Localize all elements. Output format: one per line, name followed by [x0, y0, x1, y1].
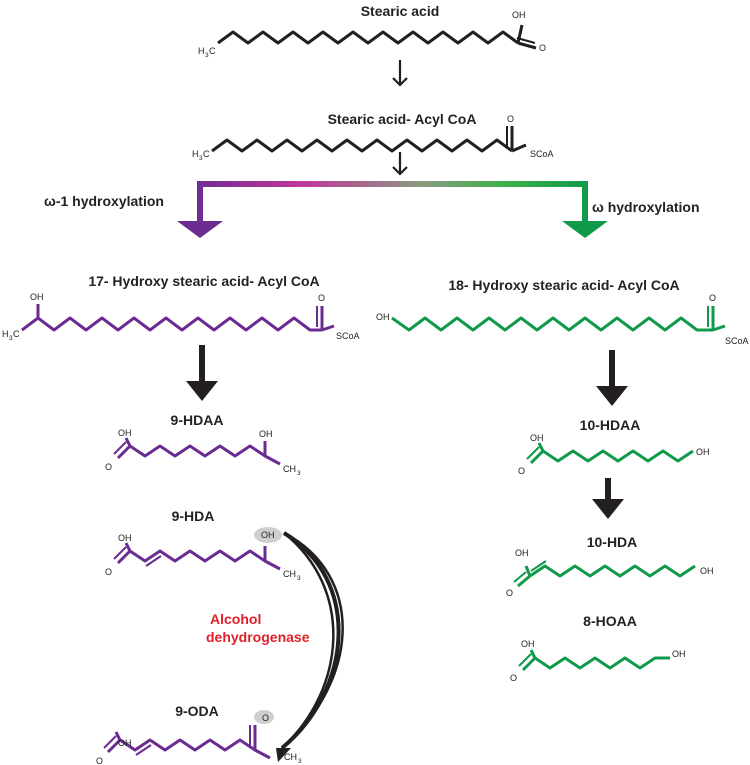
h-label: H: [198, 46, 205, 56]
o-label: O: [262, 713, 269, 723]
scoa-label: SCoA: [725, 336, 749, 346]
hoaa8-title: 8-HOAA: [583, 613, 637, 629]
c-label: C: [203, 149, 210, 159]
arrow-5: [592, 478, 624, 519]
subscript-label: 3: [297, 575, 301, 582]
hoaa8-structure: OH O OH: [510, 639, 686, 683]
oh-label: OH: [521, 639, 535, 649]
arrow-2: [392, 152, 408, 176]
subscript-label: 3: [205, 52, 209, 59]
hydroxy18-title: 18- Hydroxy stearic acid- Acyl CoA: [448, 277, 679, 293]
oh-label: OH: [30, 292, 44, 302]
hydroxy18-structure: OH O SCoA: [376, 293, 749, 346]
enzyme-name-line2: dehydrogenase: [206, 629, 310, 645]
dehydrogenase-arrow: [276, 531, 344, 762]
o-label: O: [506, 588, 513, 598]
hda10-title: 10-HDA: [587, 534, 638, 550]
oh-label: OH: [696, 447, 710, 457]
hydroxy17-structure: OH O SCoA H 3 C: [2, 292, 360, 342]
ch-label: CH: [283, 464, 296, 474]
arrow-1: [392, 60, 408, 87]
hda9-title: 9-HDA: [172, 508, 215, 524]
oh-label: OH: [530, 433, 544, 443]
arrow-3: [186, 345, 218, 401]
ch-label: CH: [284, 752, 297, 762]
omega-minus-1-label: ω-1 hydroxylation: [44, 193, 164, 209]
stearic-acyl-coa-structure: O SCoA H 3 C: [192, 114, 554, 162]
c-label: C: [209, 46, 216, 56]
scoa-label: SCoA: [336, 331, 360, 341]
subscript-label: 3: [298, 758, 302, 765]
hydroxy17-title: 17- Hydroxy stearic acid- Acyl CoA: [88, 273, 319, 289]
omega-hydroxylation-label: ω hydroxylation: [592, 199, 700, 215]
ch-label: CH: [283, 569, 296, 579]
o-label: O: [518, 466, 525, 476]
subscript-label: 3: [199, 155, 203, 162]
oh-label: OH: [118, 533, 132, 543]
o-label: O: [105, 567, 112, 577]
o-label: O: [507, 114, 514, 124]
stearic-acid-title: Stearic acid: [361, 3, 440, 19]
h-label: H: [2, 329, 9, 339]
oh-label: OH: [261, 530, 275, 540]
hdaa10-structure: OH O OH: [518, 433, 710, 476]
hda9-structure: OH O OH CH 3: [105, 530, 301, 582]
subscript-label: 3: [9, 335, 13, 342]
arrow-4: [596, 350, 628, 406]
oh-label: OH: [118, 738, 132, 748]
o-label: O: [105, 462, 112, 472]
oh-label: OH: [259, 429, 273, 439]
c-label: C: [13, 329, 20, 339]
o-label: O: [709, 293, 716, 303]
keto-highlight: [254, 710, 274, 724]
o-label: O: [318, 293, 325, 303]
oh-label: OH: [672, 649, 686, 659]
enzyme-name-line1: Alcohol: [210, 611, 261, 627]
oh-label: OH: [376, 312, 390, 322]
o-label: O: [539, 43, 546, 53]
o-label: O: [96, 756, 103, 765]
oh-label: OH: [515, 548, 529, 558]
pathway-branch-arrow: [177, 181, 608, 238]
subscript-label: 3: [297, 470, 301, 477]
hdaa10-title: 10-HDAA: [580, 417, 641, 433]
oh-label: OH: [118, 428, 132, 438]
hda10-structure: OH O OH: [506, 548, 714, 598]
hydroxyl-highlight: [254, 527, 282, 543]
hdaa9-title: 9-HDAA: [171, 412, 224, 428]
oda9-structure: OH O O CH 3: [96, 713, 302, 765]
o-label: O: [510, 673, 517, 683]
oh-label: OH: [700, 566, 714, 576]
oh-label: OH: [512, 10, 526, 20]
oda9-title: 9-ODA: [175, 703, 219, 719]
hdaa9-structure: OH O OH CH 3: [105, 428, 301, 477]
stearic-acid-structure: OH O H 3 C: [198, 10, 546, 59]
h-label: H: [192, 149, 199, 159]
stearic-acyl-coa-title: Stearic acid- Acyl CoA: [328, 111, 477, 127]
scoa-label: SCoA: [530, 149, 554, 159]
